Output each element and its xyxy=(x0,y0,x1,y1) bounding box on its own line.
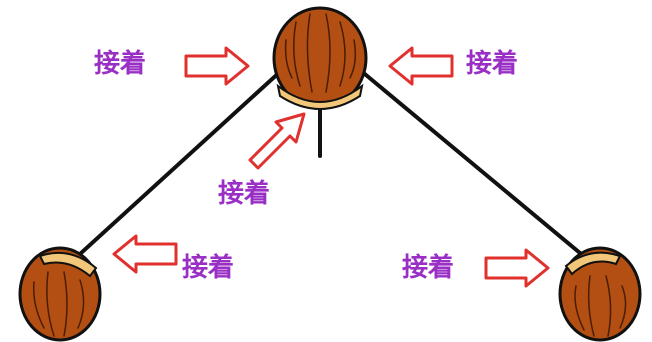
bottom-left-nut xyxy=(18,246,102,342)
top-nut xyxy=(272,6,368,110)
sticks xyxy=(78,68,588,260)
arrow-bottom-left xyxy=(112,234,178,274)
label-center: 接着 xyxy=(218,178,270,209)
arrow-top-right xyxy=(388,46,454,86)
arrow-center xyxy=(248,112,306,170)
left-stick xyxy=(78,68,284,256)
bottom-right-nut xyxy=(558,246,642,342)
right-stick xyxy=(358,68,588,260)
arrow-top-left xyxy=(184,46,250,86)
arrow-bottom-right xyxy=(484,248,550,288)
label-top-left: 接着 xyxy=(94,48,146,79)
label-bottom-left: 接着 xyxy=(182,252,234,283)
label-top-right: 接着 xyxy=(466,48,518,79)
label-bottom-right: 接着 xyxy=(402,252,454,283)
